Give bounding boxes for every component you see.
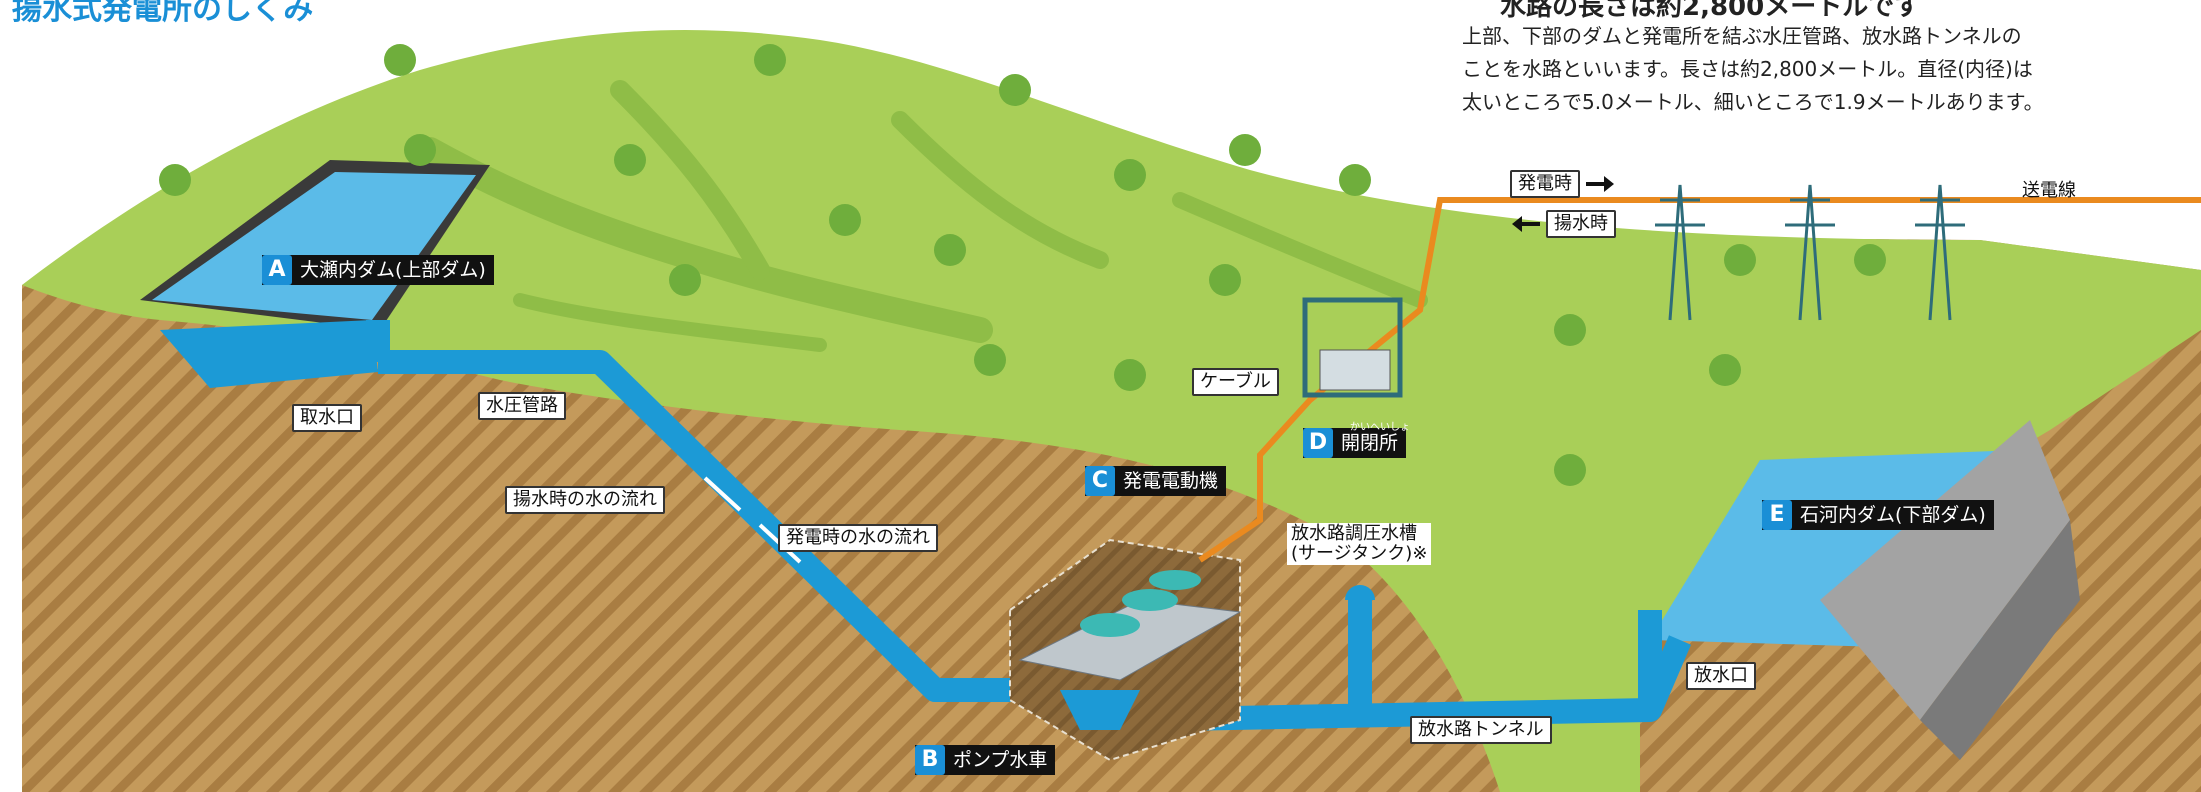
page-heading: 揚水式発電所のしくみ xyxy=(12,0,314,27)
cable-line xyxy=(1198,197,2201,563)
generator-unit xyxy=(1149,570,1201,590)
direction-label: 揚水時 xyxy=(1546,210,1616,238)
note-body: 上部、下部のダムと発電所を結ぶ水圧管路、放水路トンネルの ことを水路といいます。… xyxy=(1462,20,2201,119)
label-intake: 取水口 xyxy=(292,404,362,432)
generator-unit xyxy=(1122,589,1178,611)
label-cable: ケーブル xyxy=(1192,368,1279,396)
pumping-flow-arrow xyxy=(703,476,742,512)
tag-letter: C xyxy=(1085,466,1115,496)
tag-lower-dam: E 石河内ダム(下部ダム) xyxy=(1762,500,1994,530)
label-surge-tank: 放水路調圧水槽 (サージタンク)※ xyxy=(1287,523,1432,565)
direction-generating: 発電時 xyxy=(1510,170,1614,198)
valley-streak xyxy=(417,137,993,343)
valley-streak xyxy=(610,80,770,280)
label-transmission-line: 送電線 xyxy=(2022,180,2076,201)
tag-generator-motor: C 発電電動機 xyxy=(1085,466,1227,496)
label-outlet: 放水口 xyxy=(1686,662,1756,690)
lower-dam-body xyxy=(1820,420,2070,720)
tag-letter: E xyxy=(1762,500,1792,530)
tag-letter: D xyxy=(1303,428,1333,458)
arrow-left-icon xyxy=(1512,216,1540,232)
tag-label: 開閉所 xyxy=(1341,432,1399,454)
arrow-right-icon xyxy=(1586,176,1614,192)
valley-streak xyxy=(513,293,827,352)
note-line: ことを水路といいます。長さは約2,800メートル。直径(内径)は xyxy=(1462,57,2033,81)
pump-turbine xyxy=(1060,690,1140,730)
label-generating-flow: 発電時の水の流れ xyxy=(778,524,938,552)
switchyard-frame xyxy=(1302,297,1403,398)
tag-letter: A xyxy=(262,255,292,285)
surge-tank-line: 放水路調圧水槽 xyxy=(1291,523,1417,544)
tag-upper-dam: A 大瀬内ダム(上部ダム) xyxy=(262,255,494,285)
label-pumping-flow: 揚水時の水の流れ xyxy=(505,486,665,514)
lower-dam-face xyxy=(1920,520,2080,760)
switchyard-ruby: かいへいしょ xyxy=(1350,422,1410,433)
note-line: 上部、下部のダムと発電所を結ぶ水圧管路、放水路トンネルの xyxy=(1462,24,2022,48)
valley-streak xyxy=(1172,192,1428,308)
note-line: 太いところで5.0メートル、細いところで1.9メートルあります。 xyxy=(1462,90,2044,114)
surge-tank-line: (サージタンク)※ xyxy=(1291,543,1428,564)
trees xyxy=(159,44,1886,486)
note-title: 水路の長さは約2,800メートルです xyxy=(1500,0,1921,22)
upper-dam-water-deep xyxy=(160,320,378,388)
tag-pump-turbine: B ポンプ水車 xyxy=(915,745,1056,775)
tag-label: 石河内ダム(下部ダム) xyxy=(1800,504,1986,526)
label-penstock: 水圧管路 xyxy=(478,392,566,420)
generator-unit xyxy=(1080,613,1140,637)
switchyard-equipment xyxy=(1319,349,1391,391)
tag-letter: B xyxy=(915,745,945,775)
surge-tank-top xyxy=(1345,585,1375,600)
penstock-pipe xyxy=(378,350,1050,702)
label-tailrace: 放水路トンネル xyxy=(1410,716,1552,744)
tag-label: 大瀬内ダム(上部ダム) xyxy=(300,259,486,281)
tag-switchyard: D 開閉所 xyxy=(1303,428,1407,458)
tag-label: 発電電動機 xyxy=(1123,470,1219,492)
direction-label: 発電時 xyxy=(1510,170,1580,198)
transmission-tower xyxy=(1655,184,1965,321)
valley-streak xyxy=(891,111,1109,269)
tag-label: ポンプ水車 xyxy=(953,749,1048,771)
direction-pumping: 揚水時 xyxy=(1512,210,1616,238)
